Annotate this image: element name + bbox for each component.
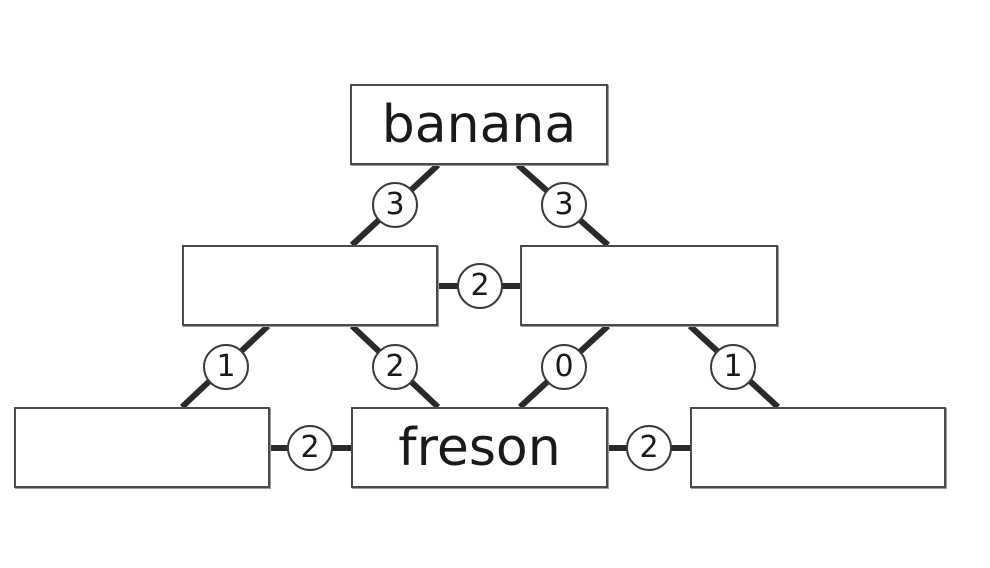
node-top: banana	[350, 84, 608, 165]
edge-weight-top-middle-right: 3	[541, 182, 587, 228]
edge-weight-middle-right-bottom-center: 0	[541, 344, 587, 390]
edge-weight-bottom-left-center: 2	[287, 425, 333, 471]
node-middle-right	[520, 245, 778, 326]
node-bottom-left	[14, 407, 270, 488]
edge-weight-top-middle-left: 3	[372, 182, 418, 228]
node-bottom-right	[690, 407, 946, 488]
edge-weight-middle-left-bottom-left: 1	[203, 344, 249, 390]
edge-weight-middle-right-bottom-right: 1	[710, 344, 756, 390]
node-bottom-center: freson	[351, 407, 608, 488]
edge-weight-bottom-center-right: 2	[626, 425, 672, 471]
node-middle-left	[182, 245, 438, 326]
edge-weight-middle-left-bottom-center: 2	[372, 344, 418, 390]
edge-weight-middle-horizontal: 2	[457, 263, 503, 309]
